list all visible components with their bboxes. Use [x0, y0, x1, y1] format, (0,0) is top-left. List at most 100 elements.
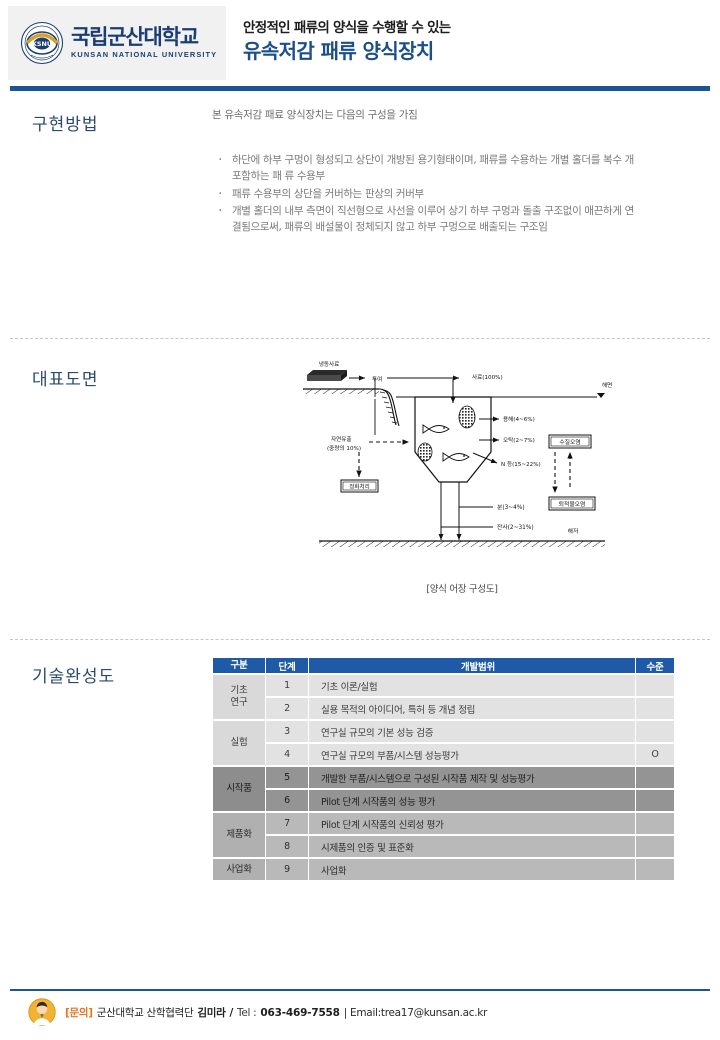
- section-label-trl: 기술완성도: [32, 667, 116, 687]
- label-turbidity: 오탁(2~7%): [503, 437, 535, 444]
- label-seabed: 해저: [568, 527, 579, 535]
- cell-scope: 연구실 규모의 부품/시스템 성능평가: [309, 744, 635, 765]
- cell-scope: 실용 목적의 아이디어, 특허 등 개념 정립: [309, 698, 635, 719]
- section-divider: [10, 639, 710, 640]
- university-seal-icon: KSNU: [20, 21, 64, 65]
- footer-divider-bar: [10, 989, 710, 991]
- method-bullet-list: 하단에 하부 구멍이 형성되고 상단이 개방된 용기형태이며, 패류를 수용하는…: [210, 150, 710, 235]
- cell-step: 4: [266, 744, 308, 765]
- cell-level: [636, 790, 674, 811]
- fish-icon-1: [422, 424, 450, 434]
- label-sea-surface: 해면: [602, 381, 612, 389]
- label-feeding: 투여: [372, 375, 382, 383]
- table-header-row: 구분 단계 개발범위 수준: [213, 658, 674, 673]
- svg-text:KSNU: KSNU: [32, 40, 52, 48]
- label-purification: 정화처리: [349, 483, 370, 491]
- fish-icon-2: [442, 452, 470, 462]
- avatar: [28, 998, 56, 1026]
- cell-step: 1: [266, 675, 308, 696]
- cell-category: 제품화: [213, 813, 265, 857]
- cell-scope: 사업화: [309, 859, 635, 880]
- header-divider-bar: [10, 86, 710, 91]
- cell-scope: 기초 이론/실험: [309, 675, 635, 696]
- column-header-category: 구분: [213, 658, 265, 673]
- label-natural-outflow: 자연유출: [331, 435, 352, 443]
- cell-scope: Pilot 단계 시작품의 성능 평가: [309, 790, 635, 811]
- section-body-figure: 냉동사료 투여 사료(100%) 해면: [214, 357, 710, 639]
- cell-level: [636, 698, 674, 719]
- label-feed-source: 냉동사료: [319, 360, 340, 368]
- list-item: 하단에 하부 구멍이 형성되고 상단이 개방된 용기형태이며, 패류를 수용하는…: [210, 150, 640, 185]
- feed-box-icon: [307, 370, 347, 381]
- figure-caption: [양식 어장 구성도]: [426, 584, 498, 595]
- section-label-figure: 대표도면: [32, 370, 99, 390]
- label-feces: 분(3~4%): [497, 504, 525, 511]
- cell-level: [636, 767, 674, 788]
- section-divider: [10, 338, 710, 339]
- cell-step: 6: [266, 790, 308, 811]
- cell-step: 2: [266, 698, 308, 719]
- cell-level: [636, 836, 674, 857]
- cell-scope: Pilot 단계 시작품의 신뢰성 평가: [309, 813, 635, 834]
- cell-step: 9: [266, 859, 308, 880]
- university-name-kr: 국립군산대학교: [71, 25, 199, 50]
- cell-scope: 시제품의 인증 및 표준화: [309, 836, 635, 857]
- page-footer: [문의] 군산대학교 산학협력단 김미라 / Tel : 063-469-755…: [0, 992, 720, 1032]
- contact-tel[interactable]: 063-469-7558: [260, 1006, 340, 1019]
- section-implementation-method: 구현방법 본 유속저감 패료 양식장치는 다음의 구성을 가짐 하단에 하부 구…: [0, 88, 720, 338]
- contact-tel-label: Tel :: [237, 1006, 257, 1019]
- cell-scope: 개발한 부품/시스템으로 구성된 시작품 제작 및 성능평가: [309, 767, 635, 788]
- cell-level: [636, 813, 674, 834]
- university-name-en: KUNSAN NATIONAL UNIVERSITY: [71, 50, 218, 60]
- cell-step: 7: [266, 813, 308, 834]
- column-header-level: 수준: [636, 658, 674, 673]
- method-lead-text: 본 유속저감 패료 양식장치는 다음의 구성을 가짐: [212, 109, 418, 121]
- cell-level: O: [636, 744, 674, 765]
- label-sediment-pollution: 퇴적물오염: [559, 500, 586, 508]
- cell-level: [636, 721, 674, 742]
- aquaculture-farm-diagram: 냉동사료 투여 사료(100%) 해면: [303, 360, 612, 547]
- university-logo: KSNU 국립군산대학교 KUNSAN NATIONAL UNIVERSITY: [8, 6, 226, 80]
- section-representative-figure: 대표도면 냉동사료 투여 사료(100%): [0, 339, 720, 639]
- header-title-block: 안정적인 패류의 양식을 수행할 수 있는 유속저감 패류 양식장치: [243, 19, 451, 65]
- title-subtitle: 안정적인 패류의 양식을 수행할 수 있는: [243, 20, 451, 36]
- label-residual-feed: 잔사(2~31%): [497, 523, 534, 531]
- contact-separator: /: [229, 1006, 233, 1019]
- label-water-pollution: 수질오염: [559, 438, 580, 446]
- university-wordmark: 국립군산대학교 KUNSAN NATIONAL UNIVERSITY: [71, 25, 218, 60]
- column-header-scope: 개발범위: [309, 658, 635, 673]
- section-body-method: 본 유속저감 패료 양식장치는 다음의 구성을 가짐 하단에 하부 구멍이 형성…: [210, 102, 710, 338]
- contact-person: 김미라: [197, 1006, 226, 1019]
- page-title: 유속저감 패류 양식장치: [243, 39, 434, 64]
- section-label-method: 구현방법: [32, 115, 99, 135]
- cell-category: 실험: [213, 721, 265, 765]
- contact-tag: [문의]: [65, 1006, 93, 1019]
- cell-category: 사업화: [213, 859, 265, 880]
- cell-scope: 연구실 규모의 기본 성능 검증: [309, 721, 635, 742]
- cell-level: [636, 675, 674, 696]
- list-item: 패류 수용부의 상단을 커버하는 판상의 커버부: [210, 183, 640, 205]
- column-header-step: 단계: [266, 658, 308, 673]
- page-header: KSNU 국립군산대학교 KUNSAN NATIONAL UNIVERSITY …: [0, 0, 720, 91]
- label-natural-outflow-sub: (중량의 10%): [327, 445, 361, 452]
- cell-category: 시작품: [213, 767, 265, 811]
- contact-email[interactable]: | Email:trea17@kunsan.ac.kr: [343, 1006, 488, 1019]
- label-feed-total: 사료(100%): [472, 373, 503, 381]
- cell-step: 8: [266, 836, 308, 857]
- label-dissolve: 용해(4~6%): [503, 415, 535, 423]
- label-nitrogen: N 등(15~22%): [501, 461, 541, 468]
